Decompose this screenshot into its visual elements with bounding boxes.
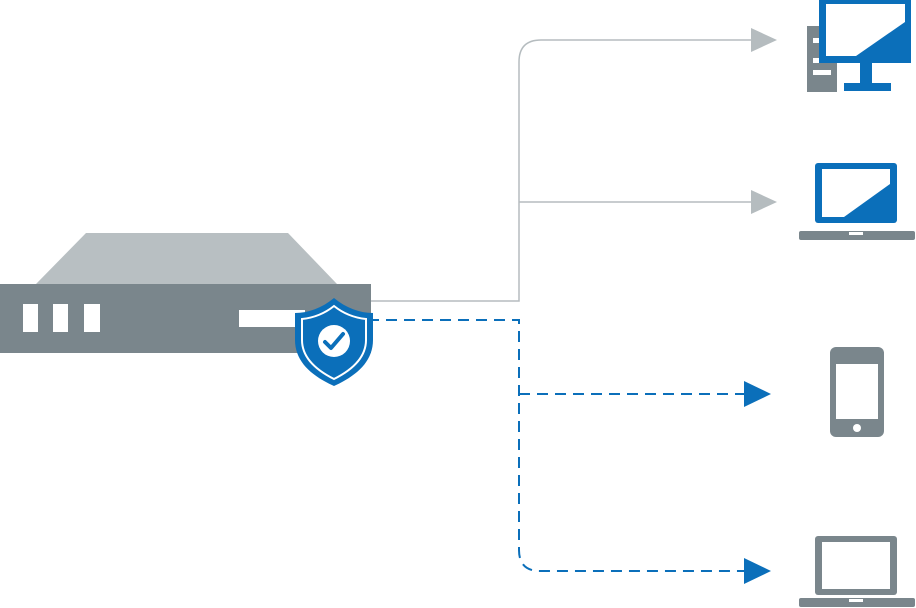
- laptop-icon: [799, 536, 915, 607]
- server-top: [36, 233, 337, 284]
- arrow-to-desktop: [751, 28, 777, 52]
- monitor-neck: [860, 63, 872, 83]
- connection-shield-to-tablet: [368, 319, 750, 572]
- tablet-home-button: [853, 424, 861, 432]
- laptop-blue-base: [799, 231, 915, 240]
- server-display: [239, 310, 305, 327]
- monitor-base: [844, 83, 891, 91]
- shield-inner-outline: [301, 304, 367, 381]
- laptop-blue-notch: [849, 232, 863, 235]
- connection-server-to-desktop: [370, 39, 752, 302]
- laptop-icon: [799, 163, 915, 240]
- dashed-connections: [368, 319, 750, 572]
- tower-slot-3: [813, 70, 831, 75]
- arrow-to-laptop-blue: [751, 190, 777, 214]
- tablet-screen: [836, 364, 878, 419]
- server-slot-1: [23, 304, 38, 332]
- check-mark-icon: [323, 332, 345, 350]
- laptop-gray-base: [799, 598, 915, 607]
- solid-connections: [370, 39, 752, 302]
- arrow-to-tablet: [744, 381, 771, 407]
- server-slot-2: [53, 304, 68, 332]
- shield-check-circle: [318, 325, 350, 357]
- monitor-screen-graphic: [856, 22, 905, 56]
- laptop-gray-screen-inner: [822, 542, 890, 589]
- server-slot-3: [84, 304, 100, 332]
- shield-check-icon: [295, 298, 373, 386]
- laptop-blue-screen-graphic: [844, 184, 890, 217]
- laptop-gray-notch: [849, 599, 863, 602]
- tablet-icon: [830, 347, 884, 437]
- arrow-to-laptop-gray: [744, 558, 771, 584]
- desktop-computer-icon: [807, 0, 911, 92]
